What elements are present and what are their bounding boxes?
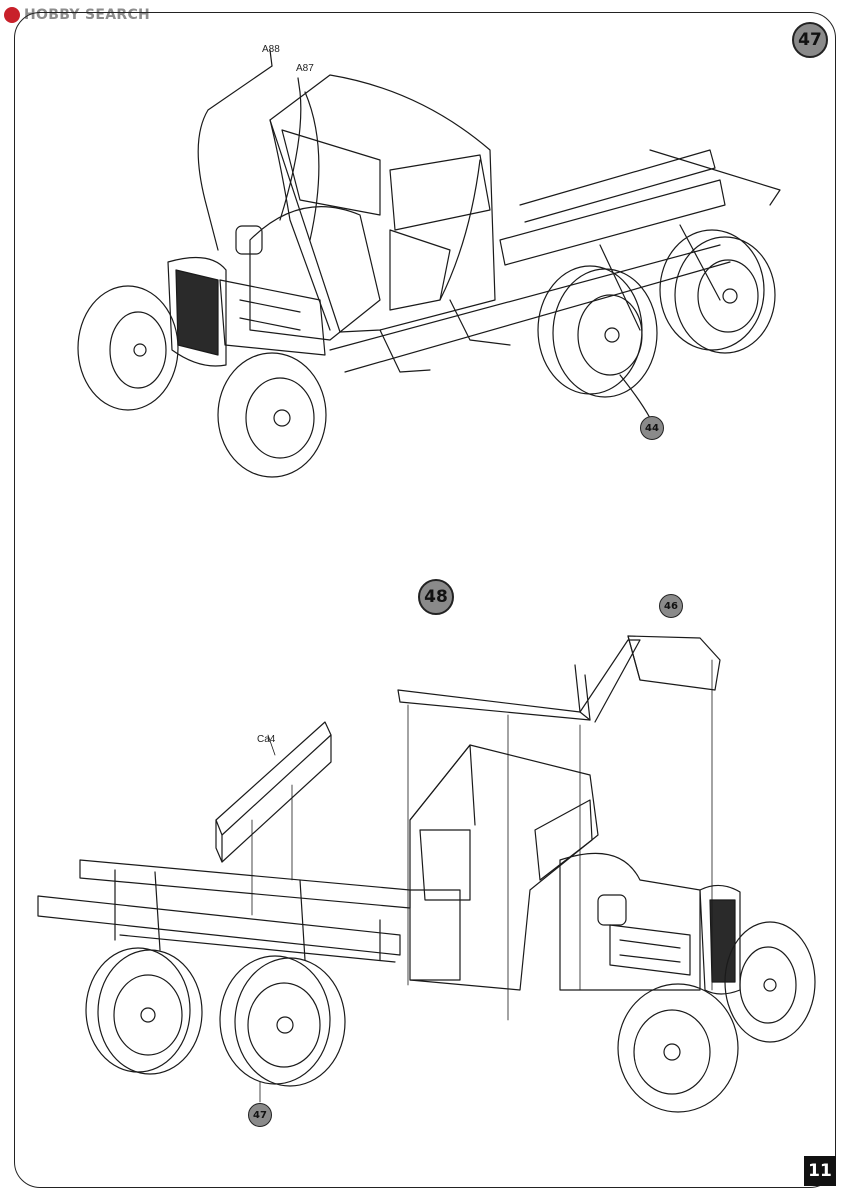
step-48-roof-frame bbox=[398, 636, 720, 722]
step-48-cab bbox=[410, 745, 598, 990]
step-47-front-left-wheel bbox=[78, 286, 178, 410]
step-48-front-left-wheel bbox=[618, 984, 738, 1112]
step-47-badge: 47 bbox=[792, 22, 828, 58]
step-47-rear-wheel-1 bbox=[538, 266, 657, 397]
watermark-logo-icon bbox=[4, 7, 20, 23]
part-label-a88: A88 bbox=[262, 44, 280, 55]
watermark-text: HOBBY SEARCH bbox=[24, 7, 151, 23]
step-48-guide-lines bbox=[252, 660, 712, 1102]
step-48-rear-wheel-2 bbox=[220, 956, 345, 1086]
step-47-rear-wheel-2 bbox=[660, 230, 775, 353]
ref-badge-44: 44 bbox=[640, 416, 664, 440]
step-47-leader-44 bbox=[620, 375, 650, 418]
step-48-radiator bbox=[700, 885, 740, 994]
step-48-chassis bbox=[38, 860, 410, 962]
step-47-chassis bbox=[330, 150, 780, 372]
step-47-radiator bbox=[168, 258, 226, 367]
watermark: HOBBY SEARCH bbox=[4, 5, 150, 25]
step-47-hood-engine bbox=[220, 207, 380, 355]
page-frame bbox=[14, 12, 836, 1188]
part-label-a87: A87 bbox=[296, 63, 314, 74]
ref-badge-46: 46 bbox=[659, 594, 683, 618]
step-48-front-right-wheel bbox=[725, 922, 815, 1042]
step-48-rear-wheel-1 bbox=[86, 948, 202, 1074]
step-47-front-right-wheel bbox=[218, 353, 326, 477]
step-48-part-ca4 bbox=[216, 722, 331, 862]
page-number: 11 bbox=[804, 1156, 836, 1186]
step-47-cab bbox=[270, 75, 495, 332]
step-48-badge: 48 bbox=[418, 579, 454, 615]
step-47-rods bbox=[198, 50, 319, 250]
part-label-ca4: Ca4 bbox=[257, 734, 276, 745]
step-48-hood-engine bbox=[560, 853, 700, 990]
ref-badge-47: 47 bbox=[248, 1103, 272, 1127]
